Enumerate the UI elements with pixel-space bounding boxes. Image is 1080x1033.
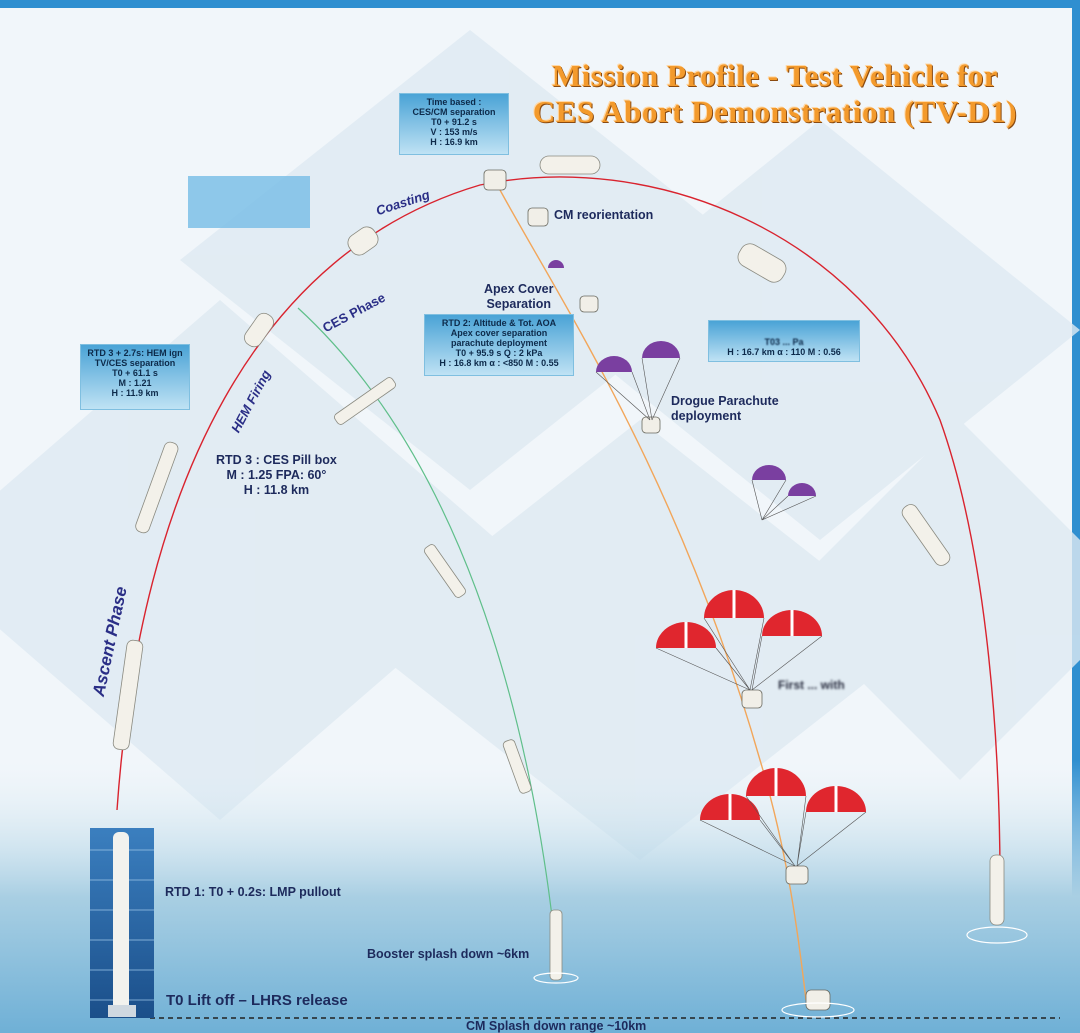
callout-line: TV/CES separation	[94, 358, 176, 368]
callout-line: H : 16.8 km α : <850 M : 0.55	[439, 358, 559, 368]
callout-rtd2-apex-cover: RTD 2: Altitude & Tot. AOA Apex cover se…	[424, 314, 574, 376]
label-rtd1-lmp-pullout: RTD 1: T0 + 0.2s: LMP pullout	[165, 885, 341, 899]
callout-line: Apex cover separation	[450, 328, 548, 338]
label-drogue-deployment: Drogue Parachute deployment	[671, 394, 779, 424]
booster-stages	[334, 377, 563, 981]
callout-rtd3-hem-ignition: RTD 3 + 2.7s: HEM ign TV/CES separation …	[80, 344, 190, 410]
label-lift-off: T0 Lift off – LHRS release	[166, 992, 348, 1009]
cm-descent-path	[499, 189, 807, 1001]
launch-tower	[90, 828, 154, 1018]
label-rtd3-pill-box: RTD 3 : CES Pill box M : 1.25 FPA: 60° H…	[216, 453, 337, 498]
booster-trajectory	[297, 307, 557, 951]
label-line: M : 1.25 FPA: 60°	[226, 468, 327, 482]
title-line-1: Mission Profile - Test Vehicle for	[551, 58, 999, 93]
label-line: H : 11.8 km	[243, 483, 310, 497]
callout-line: parachute deployment	[450, 338, 548, 348]
label-line: Drogue Parachute	[671, 394, 779, 408]
callout-line: Time based :	[426, 97, 482, 107]
splash-marks	[533, 926, 1028, 1018]
callout-line: T0 + 61.1 s	[112, 368, 158, 378]
label-cm-reorientation: CM reorientation	[554, 208, 654, 222]
callout-line: RTD 2: Altitude & Tot. AOA	[441, 318, 557, 328]
title-line-2: CES Abort Demonstration (TV-D1)	[532, 94, 1018, 129]
callout-line: T0 + 91.2 s	[431, 117, 477, 127]
callout-ces-cm-separation: Time based : CES/CM separation T0 + 91.2…	[399, 93, 509, 155]
main-trajectory	[116, 176, 1001, 881]
label-line: deployment	[671, 409, 742, 423]
label-main-chute: First ... with	[778, 678, 845, 692]
label-booster-splash: Booster splash down ~6km	[367, 947, 530, 961]
callout-line: T03 ... Pa	[764, 337, 804, 347]
blank-panel	[188, 176, 310, 228]
main-parachutes	[655, 590, 867, 867]
callout-line: H : 16.9 km	[430, 137, 478, 147]
sea	[0, 760, 1080, 1033]
label-apex-cover-separation: Apex Cover Separation	[484, 282, 553, 312]
page-title: Mission Profile - Test Vehicle for CES A…	[470, 58, 1080, 130]
callout-line: RTD 3 + 2.7s: HEM ign	[87, 348, 183, 358]
drogue-parachutes	[548, 260, 817, 521]
ascent-vehicles	[112, 155, 1005, 926]
callout-line: H : 11.9 km	[111, 388, 159, 398]
callout-t03: T03 ... Pa H : 16.7 km α : 110 M : 0.56	[708, 320, 860, 362]
callout-line: V : 153 m/s	[430, 127, 478, 137]
callout-line: H : 16.7 km α : 110 M : 0.56	[727, 347, 841, 357]
label-line: RTD 3 : CES Pill box	[216, 453, 337, 467]
callout-line: T0 + 95.9 s Q : 2 kPa	[455, 348, 543, 358]
label-line: Separation	[486, 297, 552, 311]
crew-module	[483, 169, 831, 1011]
label-line: Apex Cover	[484, 282, 554, 296]
label-cm-splash-range: CM Splash down range ~10km	[466, 1019, 647, 1033]
callout-line: CES/CM separation	[412, 107, 496, 117]
callout-line: M : 1.21	[118, 378, 152, 388]
